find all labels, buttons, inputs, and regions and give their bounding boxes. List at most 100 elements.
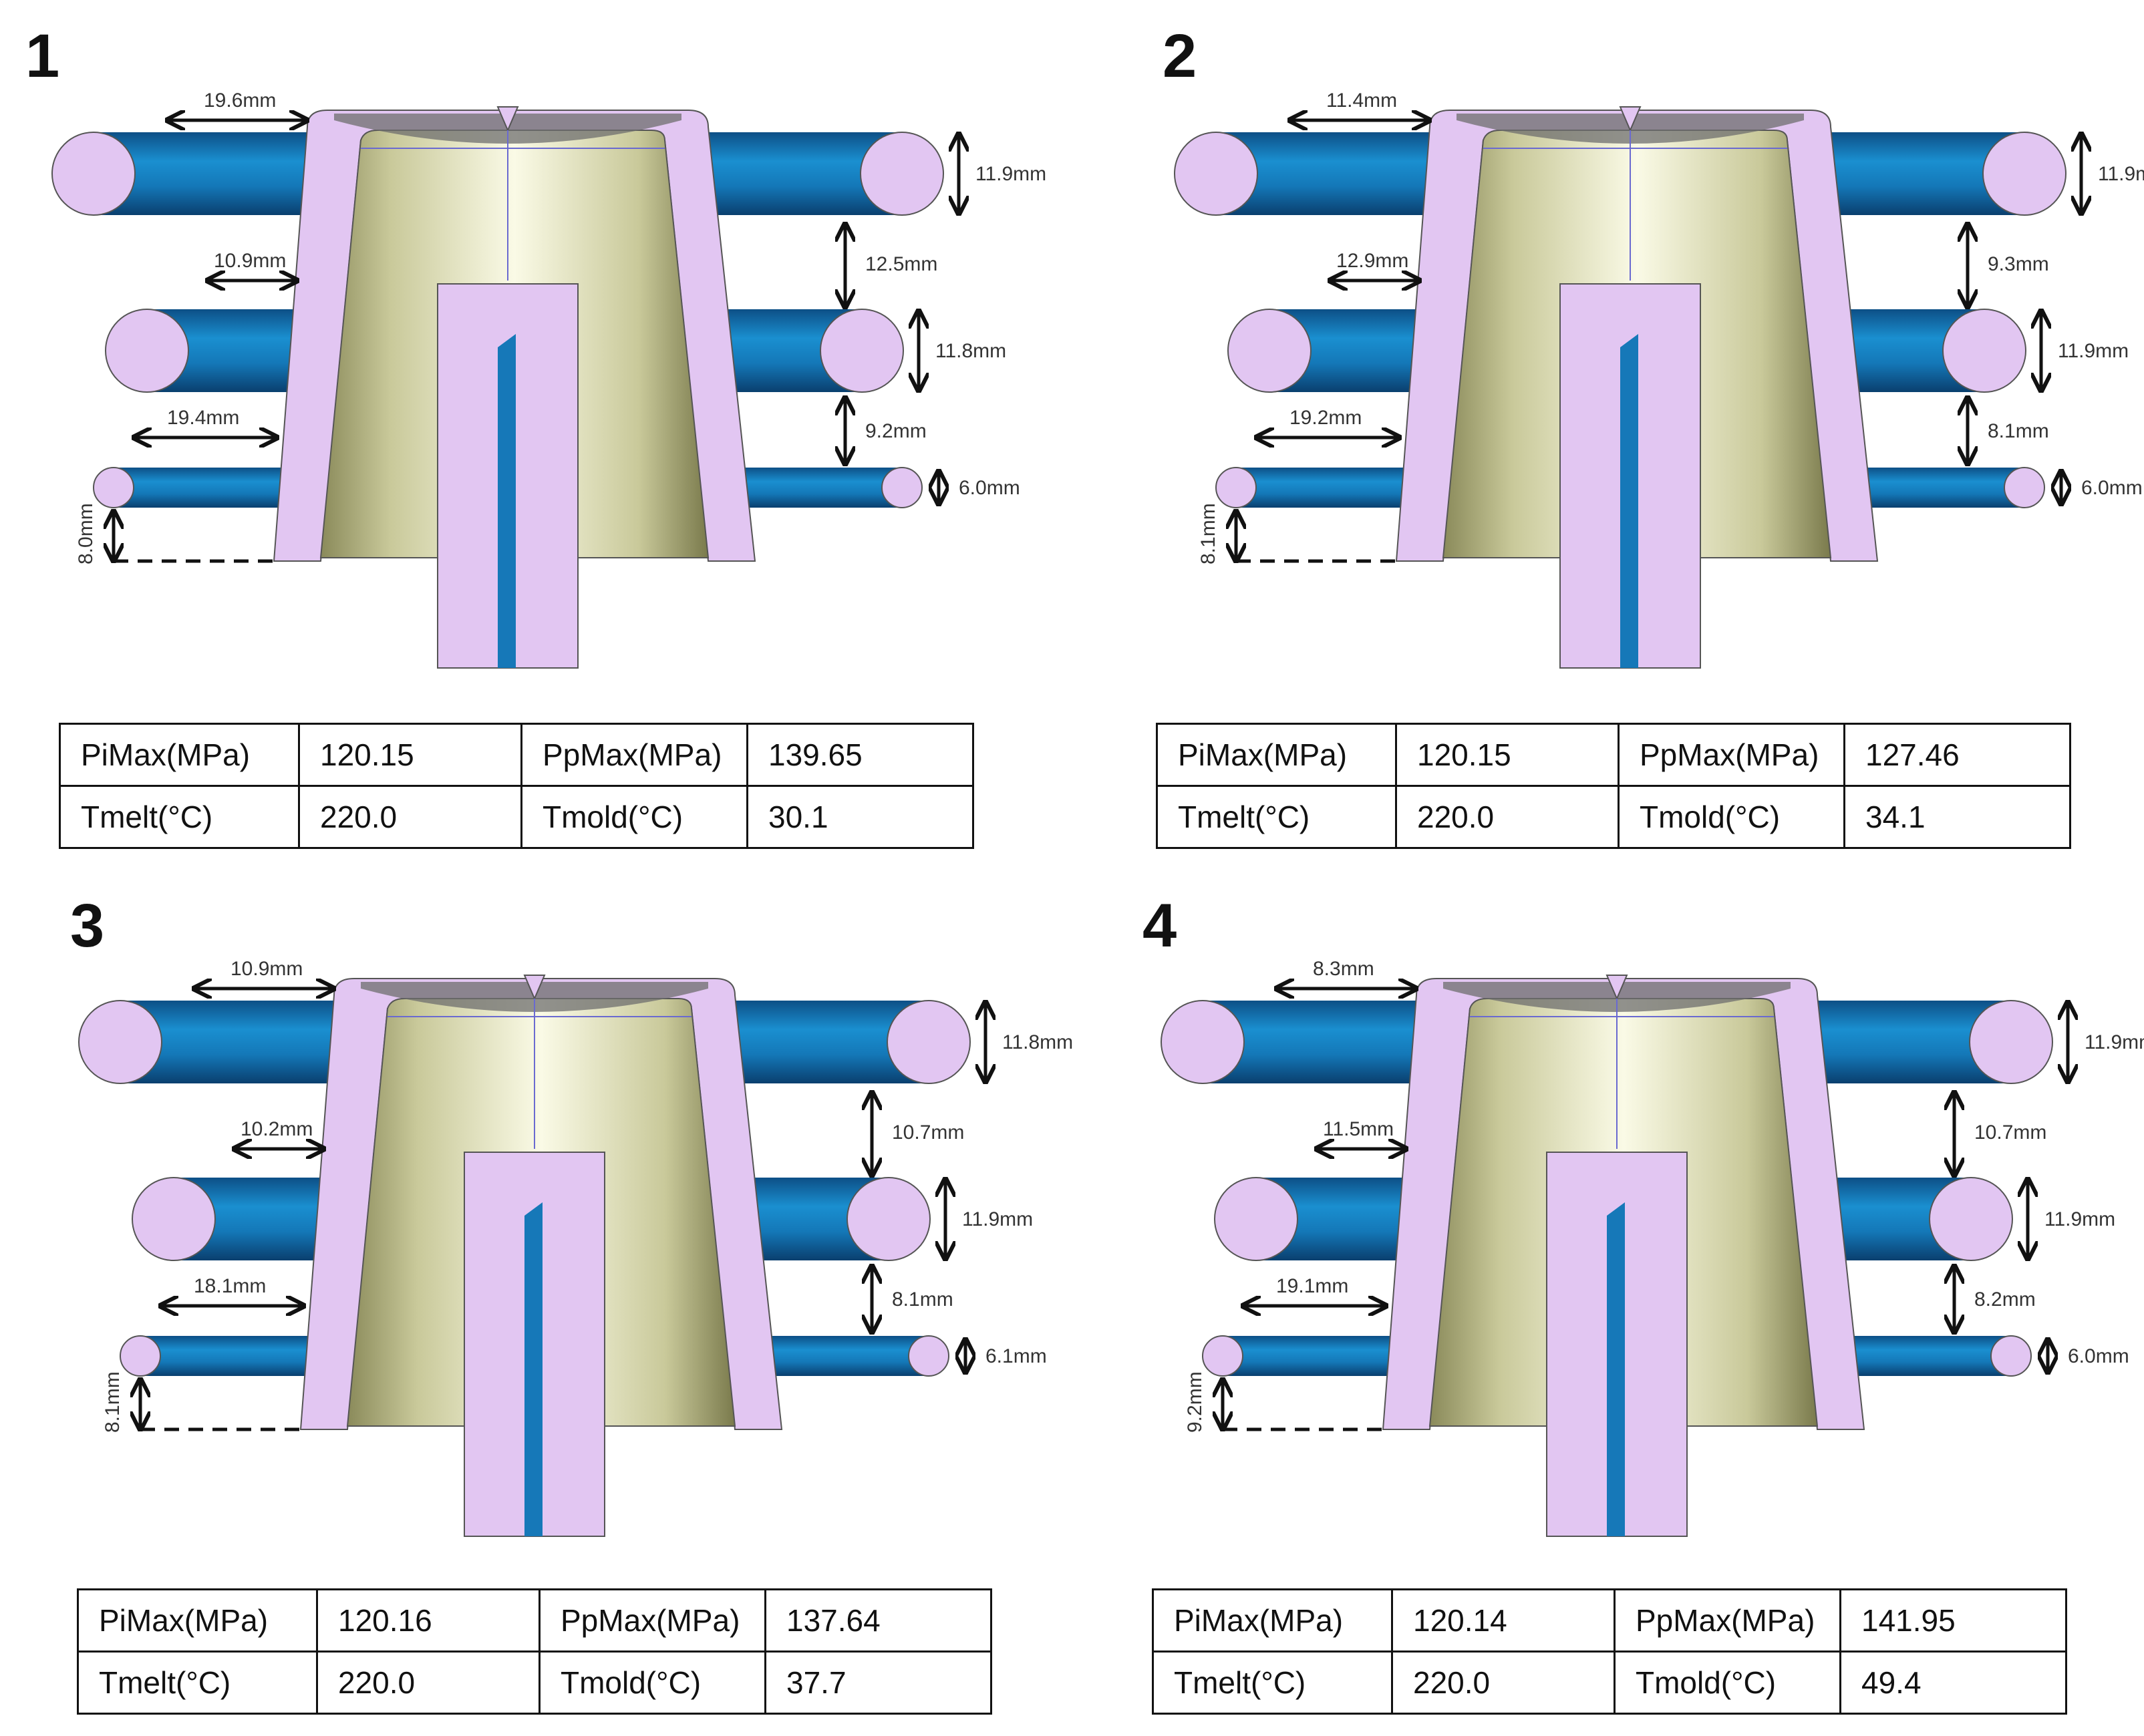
- panel-3: 3 10.9mm 10.2mm 18.1mm 11.8mm 10.7mm 11.9mm 8.…: [0, 868, 1073, 1736]
- ppmax-label: PpMax(MPa): [1618, 723, 1845, 787]
- dia-top-label: 11.9mm: [2085, 1031, 2144, 1053]
- baffle-channel: [498, 334, 516, 668]
- table-row: PiMax(MPa) 120.16 PpMax(MPa) 137.64: [77, 1588, 992, 1653]
- tmelt-value: 220.0: [1395, 785, 1620, 849]
- panel-number: 4: [1142, 892, 1177, 960]
- table-row: Tmelt(°C) 220.0 Tmold(°C) 30.1: [59, 785, 974, 849]
- table-row: Tmelt(°C) 220.0 Tmold(°C) 34.1: [1156, 785, 2071, 849]
- pimax-value: 120.16: [316, 1588, 541, 1653]
- pimax-label: PiMax(MPa): [1156, 723, 1397, 787]
- tmold-value: 37.7: [764, 1651, 992, 1715]
- tmelt-label: Tmelt(°C): [1156, 785, 1397, 849]
- ppmax-label: PpMax(MPa): [1614, 1588, 1841, 1653]
- tmelt-value: 220.0: [298, 785, 522, 849]
- gap-top-label: 8.3mm: [1313, 958, 1374, 980]
- panel-number: 1: [25, 22, 60, 90]
- pimax-label: PiMax(MPa): [77, 1588, 318, 1653]
- tmelt-label: Tmelt(°C): [1152, 1651, 1393, 1715]
- channel-section-left: [132, 1177, 216, 1261]
- dia-bot-label: 6.0mm: [2081, 477, 2143, 499]
- tmelt-value: 220.0: [316, 1651, 541, 1715]
- gap-top-label: 19.6mm: [204, 90, 276, 112]
- spacing-top-label: 10.7mm: [1974, 1121, 2046, 1144]
- spacing-top-label: 12.5mm: [865, 253, 937, 275]
- channel-section-right: [1929, 1177, 2013, 1261]
- dia-mid-label: 11.9mm: [962, 1208, 1033, 1230]
- channel-section-right: [2004, 467, 2045, 508]
- pimax-value: 120.14: [1391, 1588, 1616, 1653]
- ppmax-value: 141.95: [1839, 1588, 2067, 1653]
- bottom-offset-label: 9.2mm: [1184, 1371, 1206, 1433]
- spacing-bot-label: 8.1mm: [1988, 420, 2049, 442]
- spacing-bot-label: 8.2mm: [1974, 1288, 2036, 1311]
- gap-mid-label: 12.9mm: [1336, 250, 1408, 272]
- baffle-channel: [524, 1202, 543, 1536]
- channel-section-left: [105, 309, 189, 393]
- bottom-offset-label: 8.0mm: [75, 503, 97, 564]
- pimax-value: 120.15: [298, 723, 522, 787]
- gap-bot-label: 18.1mm: [194, 1275, 266, 1297]
- tmold-label: Tmold(°C): [1614, 1651, 1841, 1715]
- dia-bot-label: 6.0mm: [2068, 1345, 2129, 1367]
- tmold-label: Tmold(°C): [520, 785, 748, 849]
- channel-section-right: [887, 1000, 971, 1084]
- channel-section-right: [908, 1335, 949, 1377]
- spacing-bot-label: 9.2mm: [865, 420, 927, 442]
- mold-cross-section-diagram: 10.9mm 10.2mm 18.1mm 11.8mm 10.7mm 11.9mm 8.1m…: [78, 958, 1073, 1537]
- spacing-bot-label: 8.1mm: [892, 1288, 953, 1311]
- channel-section-right: [860, 132, 944, 216]
- gap-top-label: 11.4mm: [1326, 90, 1397, 112]
- channel-section-left: [1174, 132, 1258, 216]
- channel-section-left: [1215, 467, 1257, 508]
- tmelt-value: 220.0: [1391, 1651, 1616, 1715]
- channel-section-right: [1942, 309, 2026, 393]
- ppmax-value: 127.46: [1843, 723, 2071, 787]
- bottom-offset-label: 8.1mm: [102, 1371, 124, 1433]
- channel-section-right: [1969, 1000, 2053, 1084]
- channel-section-left: [120, 1335, 161, 1377]
- spacing-top-label: 10.7mm: [892, 1121, 964, 1144]
- panel-number: 3: [70, 892, 105, 960]
- gap-top-label: 10.9mm: [231, 958, 303, 980]
- panel-number: 2: [1163, 22, 1197, 90]
- ppmax-label: PpMax(MPa): [520, 723, 748, 787]
- dia-bot-label: 6.1mm: [985, 1345, 1047, 1367]
- dia-mid-label: 11.9mm: [2058, 340, 2129, 362]
- dia-mid-label: 11.9mm: [2044, 1208, 2115, 1230]
- channel-section-right: [847, 1177, 931, 1261]
- channel-section-right: [881, 467, 923, 508]
- gate-marker-icon: [1605, 975, 1628, 1001]
- dia-bot-label: 6.0mm: [959, 477, 1020, 499]
- gate-marker-icon: [523, 975, 546, 1001]
- pimax-label: PiMax(MPa): [1152, 1588, 1393, 1653]
- panel-2: 2 11.4mm12.9mm19.2mm11.9mm9.3mm11.9mm8.1…: [1069, 0, 2144, 868]
- table-row: PiMax(MPa) 120.15 PpMax(MPa) 139.65: [59, 723, 974, 787]
- tmold-label: Tmold(°C): [539, 1651, 766, 1715]
- channel-section-right: [820, 309, 904, 393]
- ppmax-label: PpMax(MPa): [539, 1588, 766, 1653]
- tmelt-label: Tmelt(°C): [77, 1651, 318, 1715]
- channel-section-right: [1982, 132, 2066, 216]
- table-row: PiMax(MPa) 120.15 PpMax(MPa) 127.46: [1156, 723, 2071, 787]
- gate-marker-icon: [496, 106, 519, 132]
- channel-section-left: [78, 1000, 162, 1084]
- mold-cross-section-diagram: 19.6mm10.9mm19.4mm11.9mm12.5mm11.8mm9.2m…: [51, 90, 1046, 669]
- spacing-top-label: 9.3mm: [1988, 253, 2049, 275]
- channel-section-left: [1161, 1000, 1245, 1084]
- gap-bot-label: 19.1mm: [1276, 1275, 1348, 1297]
- channel-section-left: [51, 132, 136, 216]
- gap-bot-label: 19.4mm: [167, 407, 239, 429]
- tmold-value: 49.4: [1839, 1651, 2067, 1715]
- ppmax-value: 137.64: [764, 1588, 992, 1653]
- gap-mid-label: 10.9mm: [214, 250, 286, 272]
- bottom-offset-label: 8.1mm: [1197, 503, 1219, 564]
- pimax-label: PiMax(MPa): [59, 723, 300, 787]
- parameter-table: PiMax(MPa) 120.15 PpMax(MPa) 127.46 Tmel…: [1156, 723, 2071, 849]
- parameter-table: PiMax(MPa) 120.16 PpMax(MPa) 137.64 Tmel…: [77, 1588, 992, 1715]
- parameter-table: PiMax(MPa) 120.14 PpMax(MPa) 141.95 Tmel…: [1152, 1588, 2067, 1715]
- gap-mid-label: 10.2mm: [241, 1118, 313, 1140]
- gap-mid-label: 11.5mm: [1323, 1118, 1394, 1140]
- dia-top-label: 11.8mm: [1002, 1031, 1073, 1053]
- table-row: Tmelt(°C) 220.0 Tmold(°C) 37.7: [77, 1651, 992, 1715]
